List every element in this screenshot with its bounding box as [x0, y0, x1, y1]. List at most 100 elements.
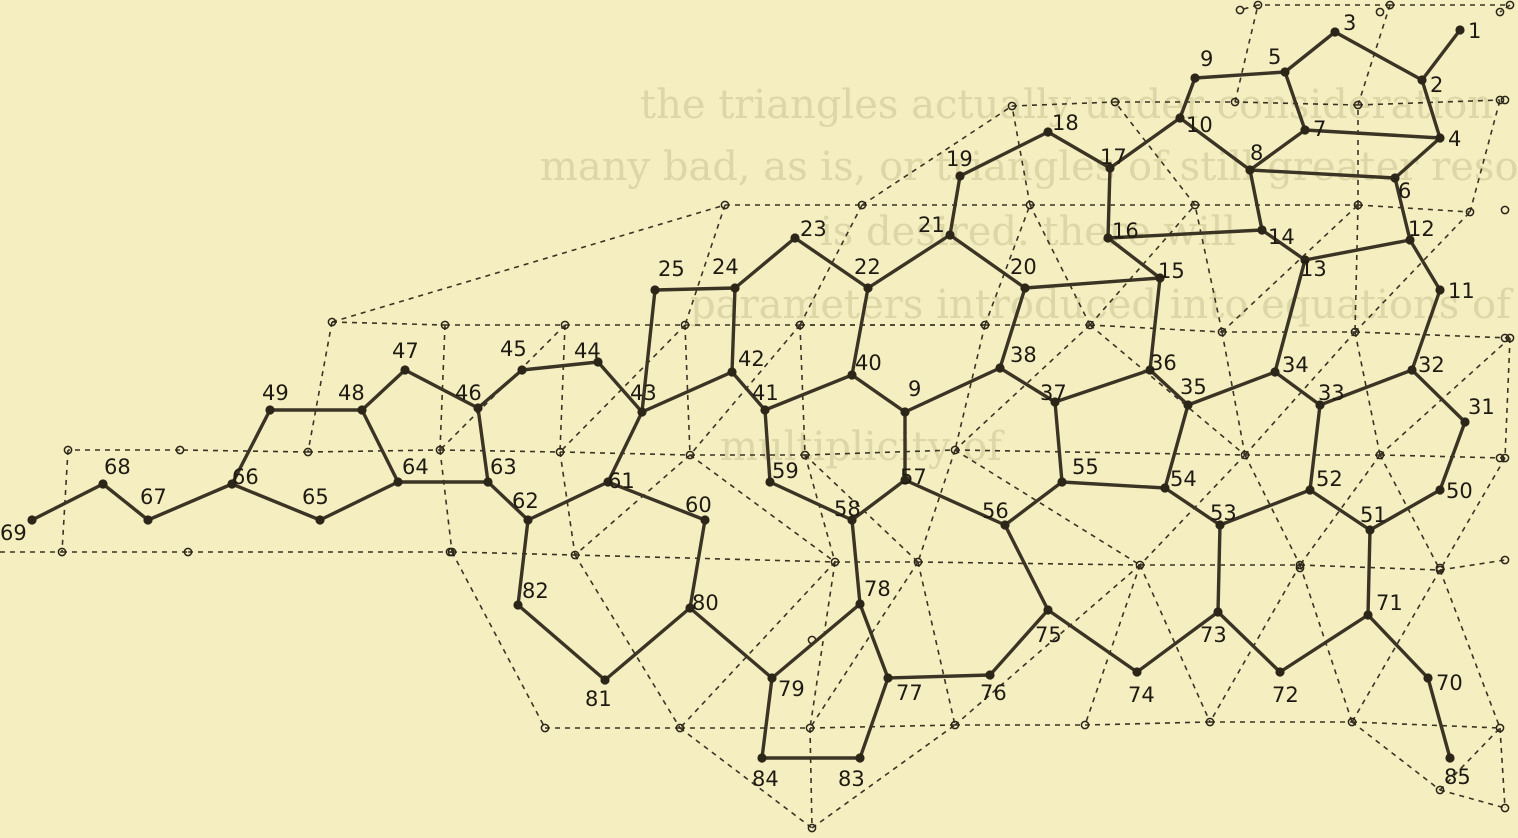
dashed-edge: [917, 561, 956, 726]
triangulation-vertex: [685, 450, 695, 460]
node-41: [760, 405, 770, 415]
triangulation-vertex: [183, 547, 193, 557]
node-81: [600, 675, 610, 685]
solid-edge: [1163, 403, 1190, 490]
solid-edge: [1148, 368, 1190, 407]
node-label-20: 20: [1010, 255, 1037, 279]
dashed-edge: [1299, 454, 1381, 566]
solid-edge: [1260, 228, 1307, 262]
triangulation-vertex: [1240, 450, 1250, 460]
node-83: [855, 753, 865, 763]
node-label-38: 38: [1010, 343, 1037, 367]
dashed-edge: [1439, 727, 1501, 791]
node-label-58: 58: [834, 497, 861, 521]
solid-edge: [101, 482, 150, 522]
dashed-edge: [1499, 4, 1511, 13]
solid-edge: [850, 286, 870, 377]
solid-edge: [1053, 368, 1152, 404]
solid-edge: [1438, 420, 1467, 492]
node-85: [1445, 753, 1455, 763]
solid-edge: [1186, 370, 1277, 407]
triangulation-vertex: [1495, 723, 1505, 733]
solid-edge: [850, 478, 907, 522]
node-label-11: 11: [1448, 279, 1475, 303]
node-14: [1257, 225, 1267, 235]
node-84: [757, 753, 767, 763]
solid-edge: [763, 408, 772, 484]
node-label-36: 36: [1150, 351, 1177, 375]
solid-edge: [230, 408, 272, 486]
dashed-edge: [179, 449, 309, 453]
node-71: [1363, 610, 1373, 620]
triangulation-vertex: [1500, 333, 1510, 343]
dashed-edge: [684, 204, 726, 326]
dashed-edge: [1089, 204, 1196, 326]
node-label-80: 80: [692, 591, 719, 615]
triangulation-vertex: [435, 445, 445, 455]
dashed-edge: [559, 451, 576, 556]
node-label-82: 82: [522, 579, 549, 603]
node-label-6: 6: [1398, 179, 1411, 203]
dashed-edge: [559, 324, 566, 453]
node-label-71: 71: [1376, 591, 1403, 615]
triangulation-vertex: [303, 447, 313, 457]
node-label-16: 16: [1112, 219, 1139, 243]
solid-edge: [1393, 136, 1442, 180]
triangulation-vertex: [950, 720, 960, 730]
dashed-edge: [684, 324, 691, 456]
node-label-78: 78: [864, 577, 891, 601]
node-label-53: 53: [1210, 501, 1237, 525]
node-label-81: 81: [585, 687, 612, 711]
node-label-25: 25: [658, 257, 685, 281]
solid-edge: [606, 480, 707, 522]
solid-edge: [958, 130, 1050, 178]
node-label-73: 73: [1200, 623, 1227, 647]
solid-edge: [688, 518, 707, 610]
node-label-51: 51: [1360, 503, 1387, 527]
node-31: [1460, 417, 1470, 427]
node-label-75: 75: [1035, 623, 1062, 647]
solid-edge: [866, 233, 952, 290]
solid-edge: [1193, 70, 1287, 80]
node-37: [1050, 397, 1060, 407]
dashed-edge: [689, 324, 801, 456]
dashed-edge: [1499, 727, 1506, 809]
solid-edge: [1333, 30, 1424, 82]
solid-edge: [1248, 168, 1264, 232]
node-label-7: 7: [1313, 117, 1326, 141]
dashed-edge: [1244, 454, 1301, 566]
node-label-84: 84: [752, 767, 779, 791]
node-label-22: 22: [854, 255, 881, 279]
triangulation-vertex: [1230, 97, 1240, 107]
node-25: [650, 285, 660, 295]
solid-edge: [1216, 523, 1222, 614]
solid-edge: [606, 410, 644, 484]
solid-edge: [1303, 238, 1412, 262]
node-24: [730, 283, 740, 293]
dashed-edge: [1089, 324, 1246, 456]
dashed-edge: [439, 324, 446, 451]
node-22: [863, 283, 873, 293]
triangulation-vertex: [570, 550, 580, 560]
dashed-edge: [307, 449, 441, 453]
node-19: [955, 171, 965, 181]
dashed-edge: [954, 324, 986, 451]
dashed-edge: [559, 451, 691, 456]
triangulation-vertex: [1500, 205, 1510, 215]
solid-edge: [1318, 368, 1414, 407]
triangulation-vertex: [1505, 0, 1515, 10]
node-label-46: 46: [455, 381, 482, 405]
node-12: [1405, 235, 1415, 245]
dashed-edge: [809, 724, 956, 729]
node-label-1: 1: [1468, 19, 1481, 43]
dashed-edge: [1029, 204, 1091, 326]
node-17: [1105, 163, 1115, 173]
solid-polygon-network: [30, 28, 1467, 760]
solid-edge: [903, 366, 1002, 414]
dashed-edge: [1084, 564, 1141, 726]
triangulation-vertex: [720, 200, 730, 210]
node-label-9: 9: [1200, 47, 1213, 71]
triangulation-vertex: [1465, 207, 1475, 217]
node-82: [513, 600, 523, 610]
